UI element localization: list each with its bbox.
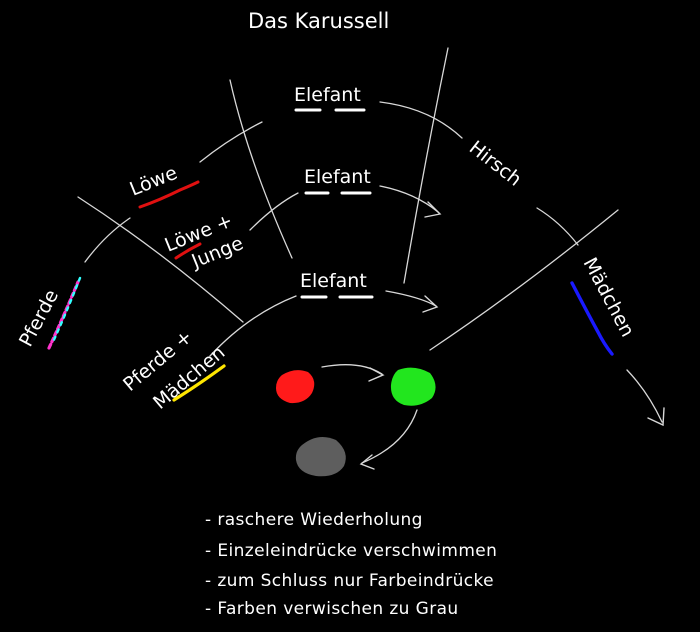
note-4: - Farben verwischen zu Grau	[205, 599, 459, 619]
label-elefant-top: Elefant	[294, 84, 361, 106]
arc-elefant-hirsch	[379, 101, 463, 139]
arrow-head-green-gray	[359, 454, 375, 470]
arrow-head-out	[647, 407, 665, 427]
arrow-head-red-green	[368, 367, 385, 382]
arc-elefant-low-out	[385, 290, 437, 307]
diagram-title: Das Karussell	[248, 9, 389, 33]
green-blob	[390, 367, 436, 406]
divider-line-3	[77, 196, 244, 323]
label-hirsch: Hirsch	[465, 137, 526, 191]
divider-line-1	[229, 79, 293, 259]
arc-hirsch-maedchen	[536, 207, 579, 246]
arc-green-gray	[361, 409, 418, 464]
arrow-head-low	[422, 295, 439, 313]
underline-maedchen	[570, 281, 614, 356]
note-3: - zum Schluss nur Farbeindrücke	[205, 571, 494, 591]
underline-pferde-cyan	[50, 276, 82, 346]
underline-loewe	[138, 180, 200, 209]
arc-elefant-mid-out	[379, 185, 439, 213]
label-elefant-low: Elefant	[300, 270, 367, 292]
arc-pferdemaedchen-elefant	[209, 295, 297, 357]
gray-blob	[295, 436, 346, 477]
arc-maedchen-out	[626, 369, 663, 423]
note-2: - Einzeleindrücke verschwimmen	[205, 541, 497, 561]
arc-pferde-loewe	[84, 217, 131, 263]
arc-loewejunge-elefant	[249, 192, 299, 231]
label-pferde: Pferde	[15, 286, 63, 350]
label-maedchen: Mädchen	[579, 254, 639, 341]
arc-loewe-elefant	[199, 121, 263, 163]
note-1: - raschere Wiederholung	[205, 510, 423, 530]
red-blob	[276, 370, 315, 404]
arrow-head-mid	[424, 201, 442, 218]
divider-line-4	[429, 209, 619, 351]
underline-loewe-junge	[174, 242, 202, 260]
label-elefant-mid: Elefant	[304, 166, 371, 188]
divider-line-2	[403, 47, 449, 284]
underline-pferde-maedchen	[172, 364, 226, 402]
